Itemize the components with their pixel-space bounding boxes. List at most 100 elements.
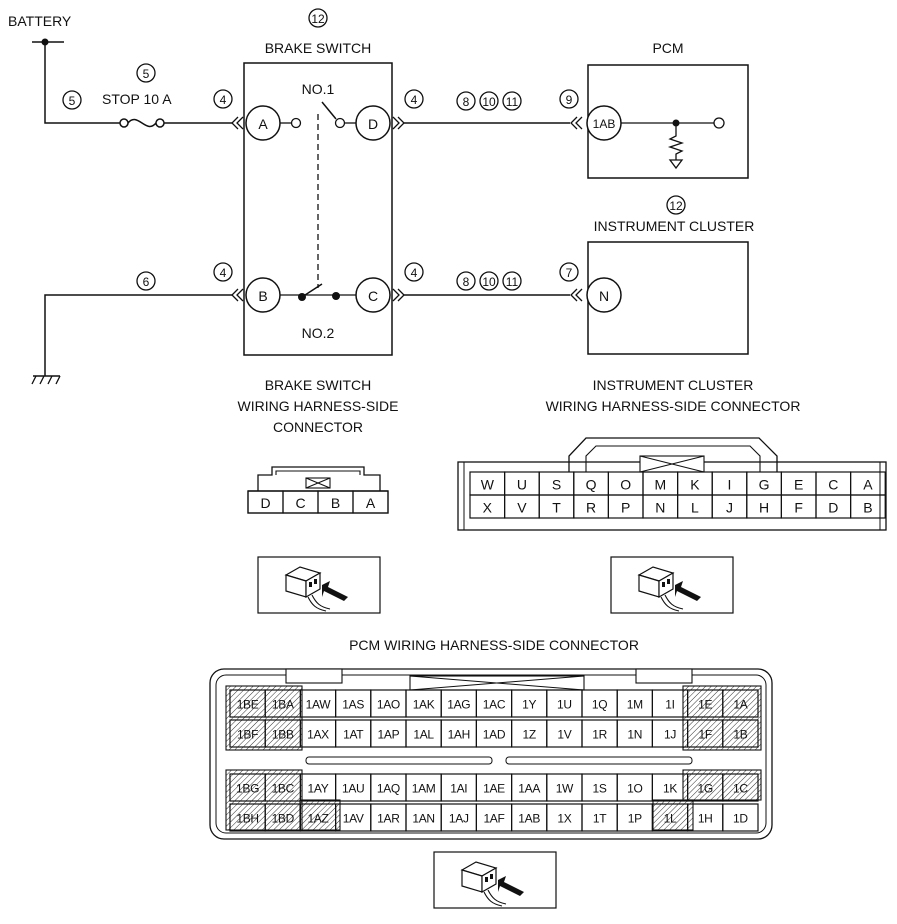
pin-label: 1BB (272, 728, 294, 742)
pin-a-ref-circle: 4 (213, 89, 233, 109)
pin-label: 1F (698, 728, 711, 742)
brake-switch-ref-circle: 12 (308, 8, 328, 28)
pin-label: O (620, 477, 631, 493)
pin-label: 1AQ (377, 782, 400, 796)
pin-label: 1N (627, 728, 642, 742)
pin-label: 1AV (343, 812, 364, 826)
pin-label: 1AD (483, 728, 506, 742)
svg-text:11: 11 (506, 95, 519, 109)
pin-label: F (794, 500, 803, 516)
pin-label: 1AM (412, 782, 436, 796)
connector-view-icon (257, 556, 381, 614)
pin-label: 1AH (448, 728, 470, 742)
battery-wire (44, 42, 120, 124)
pin-label: 1T (593, 812, 607, 826)
svg-text:12: 12 (311, 12, 325, 26)
pcm-connector-caption: PCM WIRING HARNESS-SIDE CONNECTOR (349, 637, 639, 653)
pin-label: 1BF (237, 728, 258, 742)
ground-wire (44, 294, 232, 358)
pin-label: 1AX (307, 728, 329, 742)
svg-text:8: 8 (463, 95, 470, 109)
svg-text:10: 10 (482, 95, 496, 109)
pin-label: 1W (556, 782, 574, 796)
pin-label: B (863, 500, 872, 516)
pin-label: E (794, 477, 803, 493)
brake-switch-title: BRAKE SWITCH (265, 40, 372, 56)
stop-fuse-symbol (119, 118, 165, 128)
pin-label: 1BD (272, 812, 295, 826)
ic-connector-caption-2: WIRING HARNESS-SIDE CONNECTOR (546, 398, 801, 414)
svg-text:5: 5 (143, 67, 150, 81)
pin-label: 1AS (342, 698, 364, 712)
pin-label: 1AY (308, 782, 329, 796)
pcm-pin-1a: 1A (722, 689, 759, 718)
pin-label: 1B (733, 728, 747, 742)
instrument-cluster-ref-circle: 12 (666, 195, 686, 215)
pin-label: H (759, 500, 769, 516)
svg-text:4: 4 (220, 266, 227, 280)
instrument-cluster-title: INSTRUMENT CLUSTER (594, 218, 755, 234)
pin-label: 1BG (236, 782, 259, 796)
ic-pin-b: B (849, 494, 886, 519)
ground-icon (31, 358, 61, 385)
brake-connector-caption-3: CONNECTOR (273, 419, 363, 435)
no2-label: NO.2 (302, 325, 335, 341)
brake-switch-left-chevrons (231, 116, 244, 302)
pin-label: D (260, 495, 270, 511)
svg-text:10: 10 (482, 275, 496, 289)
pin-label: 1AW (306, 698, 332, 712)
svg-text:4: 4 (411, 266, 418, 280)
pcm-connector (209, 668, 773, 840)
pcm-chevrons (570, 116, 583, 130)
pin-label: 1AN (412, 812, 434, 826)
pin-label: D (828, 500, 838, 516)
pin-label: 1M (627, 698, 643, 712)
pin-label: X (483, 500, 493, 516)
pin-label: 1S (593, 782, 607, 796)
pcm-internal-circuit (621, 117, 725, 170)
pin-label: 1H (698, 812, 713, 826)
pin-label: C (295, 495, 305, 511)
pin-label: 1A (733, 698, 747, 712)
pin-label: 1AE (483, 782, 505, 796)
battery-wire-ref-circle: 5 (62, 90, 82, 110)
pcm-title: PCM (652, 40, 683, 56)
pin-label: 1BH (236, 812, 258, 826)
pin-label: 1Z (522, 728, 535, 742)
pin-b: B (245, 277, 281, 313)
no1-label: NO.1 (302, 81, 335, 97)
pcm-pin-1d: 1D (722, 803, 759, 832)
pin-label: P (621, 500, 630, 516)
pin-label: A (863, 477, 873, 493)
pin-label: 1J (664, 728, 676, 742)
brake-pin-a: A (352, 490, 389, 514)
pcm-pin-1b: 1B (722, 719, 759, 748)
pin-label: 1BC (272, 782, 295, 796)
pin-a: A (245, 105, 281, 141)
pin-c-ref-circle: 4 (404, 262, 424, 282)
pin-b-ref-circle: 4 (213, 262, 233, 282)
pcm-pin-1ab: 1AB (586, 105, 622, 141)
svg-text:11: 11 (506, 275, 519, 289)
pin-label: 1AI (450, 782, 467, 796)
ic-connector (457, 437, 887, 531)
switch-no1 (280, 101, 356, 129)
stop-fuse-label: STOP 10 A (102, 91, 172, 107)
pin-label: C (828, 477, 838, 493)
svg-text:C: C (368, 288, 378, 304)
pin-label: 1X (557, 812, 571, 826)
connector-view-icon (433, 851, 557, 909)
pin-label: 1AL (413, 728, 434, 742)
ic-pin-n: N (586, 277, 622, 313)
battery-label: BATTERY (8, 13, 72, 29)
pcm-ref-circle: 9 (559, 89, 579, 109)
brake-connector-caption-1: BRAKE SWITCH (265, 377, 372, 393)
pin-label: 1BE (237, 698, 259, 712)
pin-label: 1AF (483, 812, 504, 826)
pin-label: 1R (592, 728, 607, 742)
svg-text:12: 12 (669, 199, 683, 213)
pin-label: A (366, 495, 376, 511)
